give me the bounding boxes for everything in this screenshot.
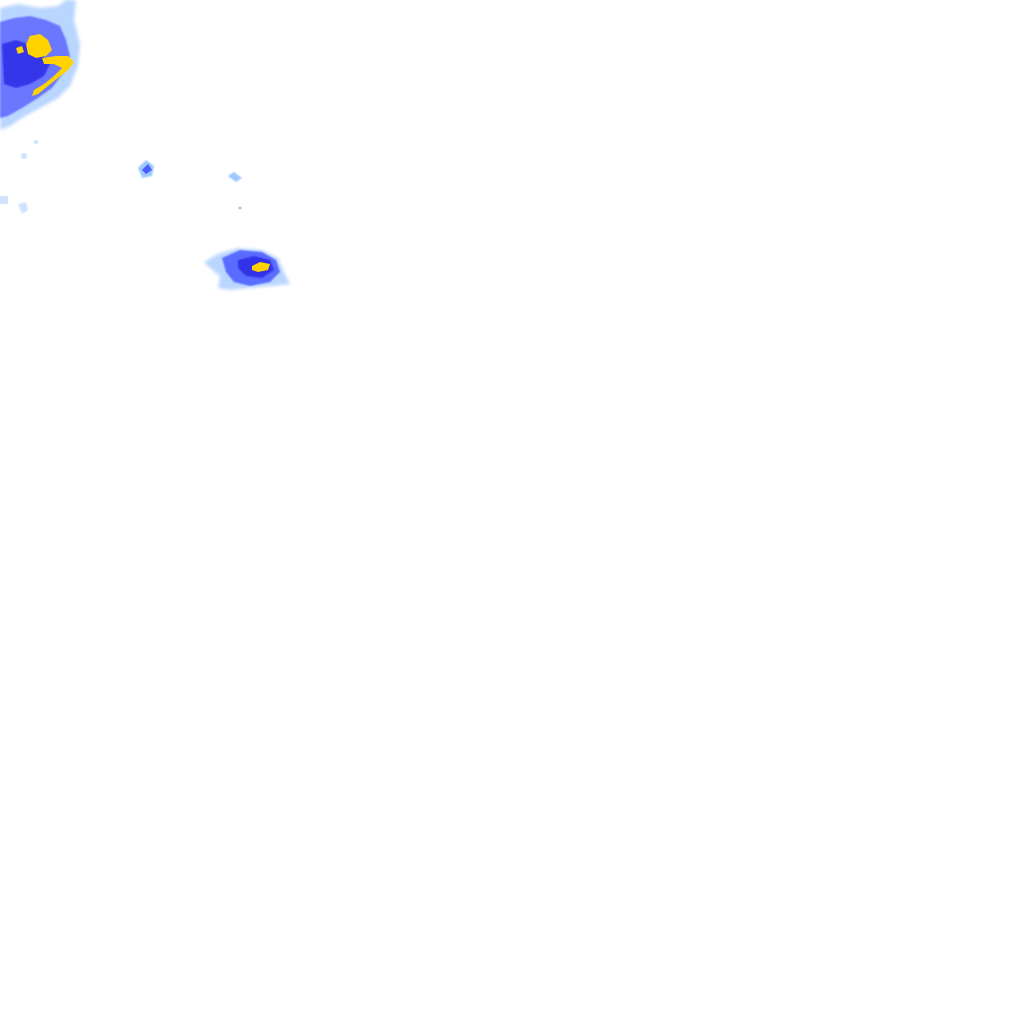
echo-speck bbox=[18, 202, 28, 214]
echo-core-band bbox=[32, 56, 74, 96]
echo-core-upper bbox=[26, 34, 52, 58]
echo-speck bbox=[0, 196, 8, 204]
echo-cell-central bbox=[204, 248, 290, 290]
echo-cell-small-1 bbox=[138, 160, 154, 178]
echo-speck bbox=[34, 140, 38, 144]
echo-core bbox=[252, 262, 270, 272]
echo-cluster-northwest bbox=[0, 0, 80, 214]
echo-core-left bbox=[16, 46, 24, 54]
echo-speck bbox=[21, 153, 27, 159]
echo-cell-small-2 bbox=[228, 172, 242, 210]
